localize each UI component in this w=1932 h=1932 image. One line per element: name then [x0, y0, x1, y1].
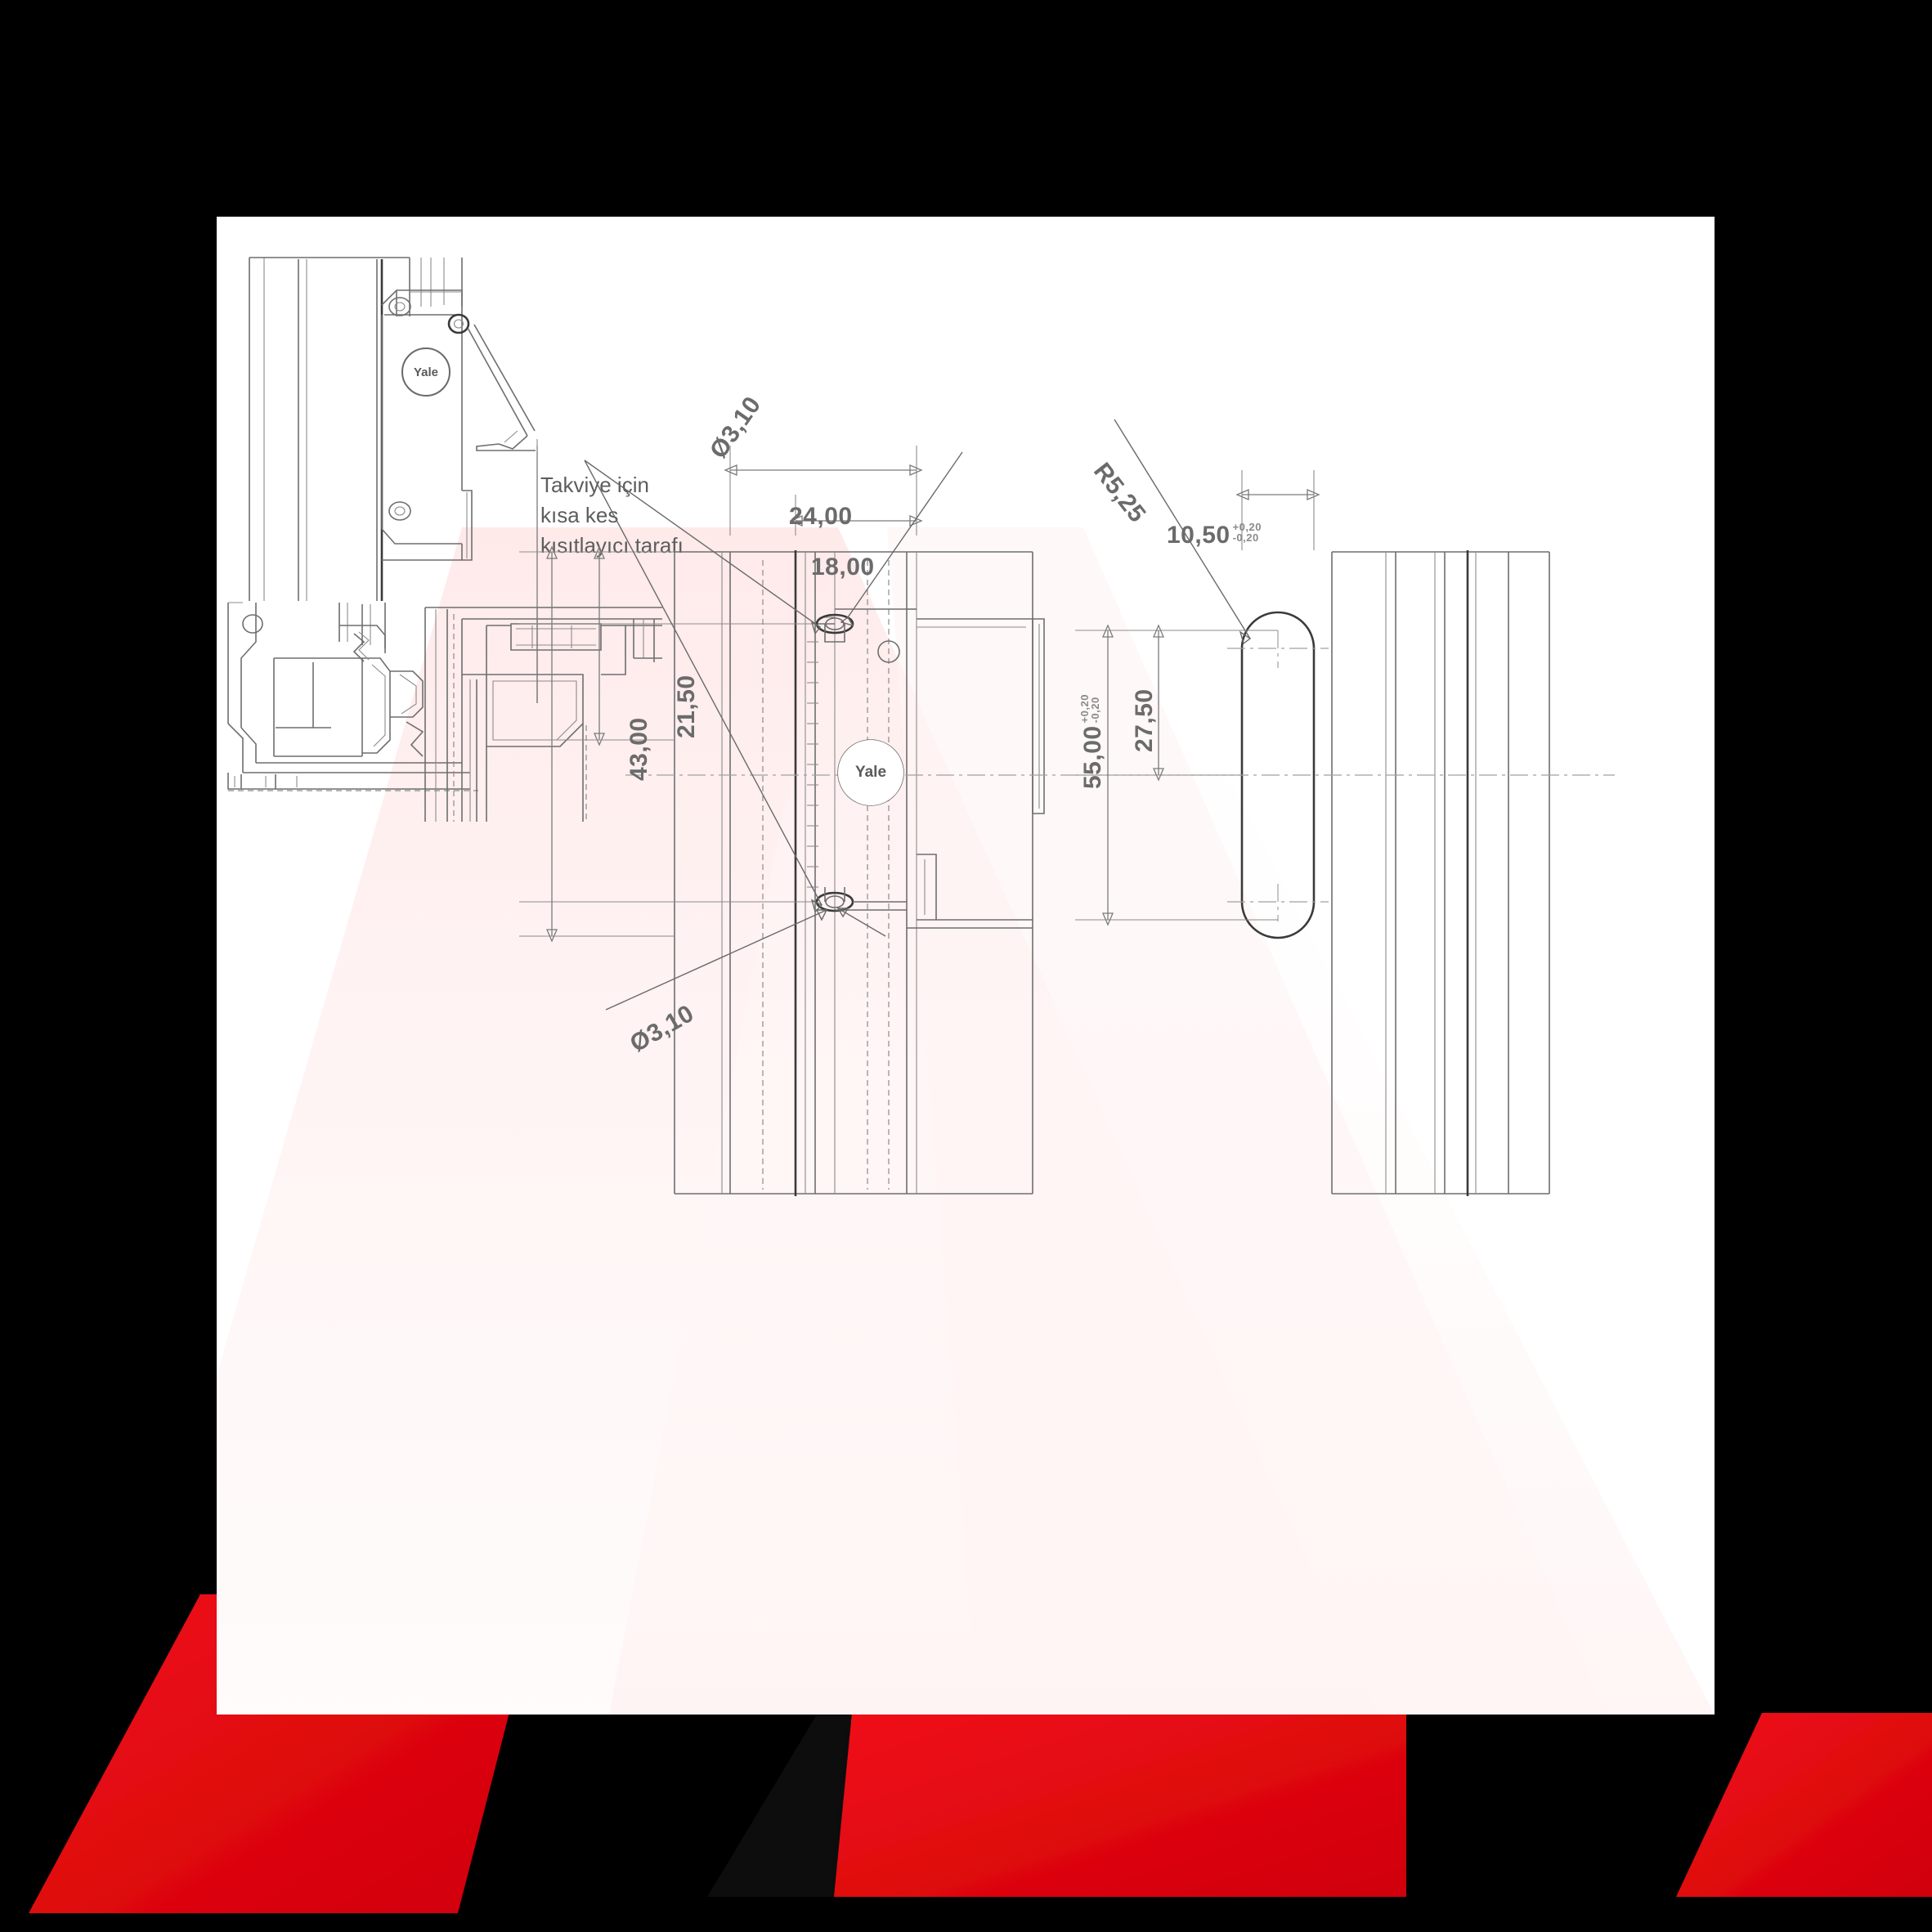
yale-logo-middle: Yale	[838, 740, 903, 805]
reinforcement-note: Takviye için kısa kes kısıtlayıcı tarafı	[540, 473, 684, 558]
dim-height-total: 43,00	[625, 717, 652, 781]
dim-width-inner: 18,00	[811, 554, 875, 580]
yale-logo-left: Yale	[401, 347, 451, 397]
dim-height-upper: 21,50	[673, 675, 700, 738]
brand-wedge-right	[1660, 1680, 1932, 1932]
strike-plate-detail-view	[519, 364, 1247, 1206]
dim-slot-height-half: 27,50	[1131, 688, 1158, 752]
yale-logo-text-middle: Yale	[854, 764, 887, 781]
dim-slot-height-total-tolerance: +0,20-0,20	[1078, 694, 1102, 724]
dim-slot-height-total: 55,00+0,20-0,20	[1078, 694, 1107, 789]
dim-width-outer: 24,00	[789, 503, 853, 530]
dim-plate-width-tolerance: +0,20-0,20	[1232, 521, 1262, 545]
drawing-sheet: Yale Takviye için kısa kes kısıtlayıcı t…	[217, 217, 1715, 1715]
dim-plate-width: 10,50+0,20-0,20	[1167, 522, 1262, 549]
dim-slot-height-total-value: 55,00	[1079, 725, 1106, 789]
faceplate-slot-view	[1075, 364, 1715, 1206]
brand-wedge-center	[670, 1680, 1447, 1932]
dim-plate-width-value: 10,50	[1167, 522, 1230, 549]
yale-logo-text: Yale	[413, 365, 439, 379]
